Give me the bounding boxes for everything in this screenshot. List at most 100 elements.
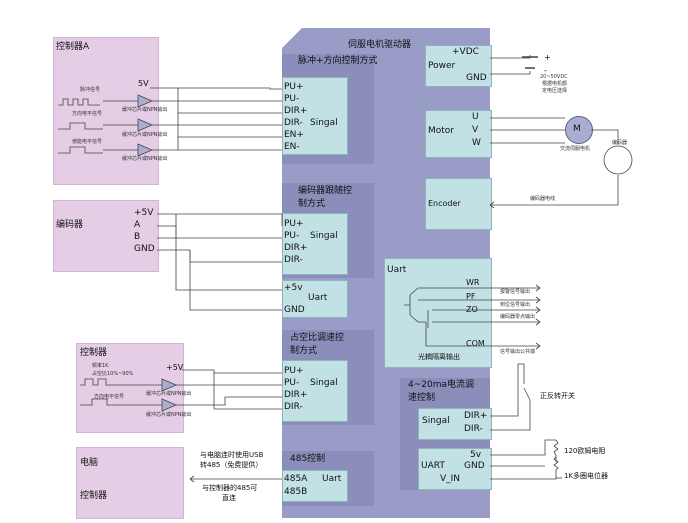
motor-icon	[565, 116, 593, 144]
enc-follow-title-1: 编码器跟随控	[298, 186, 353, 196]
uart-out-caption: 光耦隔离输出	[418, 353, 460, 361]
duty-pin-2: PU-	[284, 378, 300, 388]
pot-caption: 1K多圈电位器	[564, 472, 609, 480]
waveform-freq	[80, 378, 116, 386]
current-singal: Singal	[422, 416, 450, 426]
pulse-title: 脉冲+方向控制方式	[298, 56, 378, 66]
current-5v: 5v	[470, 450, 482, 460]
duty-pin-3: DIR+	[284, 390, 308, 400]
ctrlA-title: 控制器A	[56, 42, 90, 52]
enc-follow-signal-label: Singal	[310, 231, 338, 241]
ctrlA-sig3: 使能电平信号	[72, 139, 103, 145]
uart-out-pf: PF	[466, 292, 476, 301]
rs485-b: 485B	[284, 487, 308, 497]
buffer-4	[161, 378, 178, 392]
uart-mid-gnd: GND	[284, 305, 305, 315]
current-title-1: 4~20ma电流调	[408, 380, 475, 390]
pc-title-2: 控制器	[80, 491, 108, 501]
ctrlA-buf-1: 缓冲芯片或NPN输出	[122, 107, 168, 113]
psu-minus: -	[544, 66, 547, 75]
ctrlA-sig2: 方向电平信号	[72, 111, 103, 117]
out-pf-caption: 到位信号输出	[500, 302, 531, 308]
pc-note-1: 与电脑连时使用USB	[200, 451, 264, 459]
psu-text-2: 根据电机额	[542, 81, 568, 87]
uart-out-box	[384, 258, 492, 368]
uart-out-title: Uart	[387, 265, 407, 275]
current-dir-minus: DIR-	[464, 424, 483, 434]
duty-pin-1: PU+	[284, 366, 304, 376]
current-uart: UART	[421, 461, 445, 471]
pc-panel	[76, 447, 184, 519]
driver-title: 伺服电机驱动器	[348, 40, 412, 50]
out-zo-caption: 编码器零点输出	[500, 314, 536, 320]
duty-signal-box	[282, 360, 348, 422]
enc-follow-pin-4: DIR-	[284, 255, 303, 265]
current-singal-box	[418, 408, 492, 440]
waveform-pulse	[58, 98, 100, 106]
psu-plus: +	[544, 53, 551, 62]
pulse-signal-box	[282, 77, 348, 155]
pulse-pin-4: DIR-	[284, 118, 303, 128]
pc-title-1: 电脑	[80, 458, 99, 468]
uart-out-com: COM	[466, 339, 485, 348]
encoder-caption: 编码器	[612, 140, 628, 146]
uart-mid-5v: +5v	[284, 283, 303, 293]
pulse-pin-6: EN-	[284, 142, 300, 152]
r120-caption: 120欧姆电阻	[564, 447, 606, 455]
power-label: Power	[428, 61, 456, 71]
ctrlB-freq: 频率1K	[92, 363, 109, 369]
current-uart-box	[418, 448, 492, 490]
power-gnd: GND	[466, 73, 487, 83]
motor-caption: 交流伺服电机	[560, 146, 591, 152]
psu-text-1: 20~50VDC	[540, 74, 568, 80]
ctrlB-5v: +5V	[166, 363, 184, 372]
pot-1k	[553, 456, 559, 471]
uart-mid-box	[282, 280, 348, 318]
ctrlB-buf-2: 缓冲芯片或NPN输出	[146, 412, 192, 418]
encoder-dev-pin-4: GND	[134, 244, 155, 254]
encoder-dev-title: 编码器	[56, 220, 84, 230]
encoder-dev-pin-1: +5V	[134, 208, 154, 218]
ctrlA-sig1: 脉冲信号	[80, 87, 101, 93]
rs485-box	[282, 470, 348, 502]
waveform-dir-b	[80, 398, 117, 406]
uart-out-zo: ZO	[466, 305, 478, 314]
enc-follow-pin-1: PU+	[284, 219, 304, 229]
buffer-1	[137, 94, 154, 108]
switch-caption: 正反转开关	[540, 392, 575, 400]
ctrlA-5v: 5V	[138, 79, 149, 88]
enc-follow-pin-2: PU-	[284, 231, 300, 241]
enc-follow-pin-3: DIR+	[284, 243, 308, 253]
ctrlA-buf-3: 缓冲芯片或NPN输出	[122, 156, 168, 162]
pulse-pin-1: PU+	[284, 82, 304, 92]
power-box	[425, 45, 492, 87]
encoder-box-label: Encoder	[428, 199, 461, 208]
motor-v: V	[472, 125, 479, 135]
ctrlA-panel	[53, 37, 159, 185]
uart-mid-label: Uart	[308, 293, 328, 303]
current-title-2: 速控制	[408, 393, 436, 403]
out-wr-caption: 报警信号输出	[500, 289, 531, 295]
out-com-caption: 信号输出公共端	[500, 349, 536, 355]
buffer-5	[161, 398, 178, 412]
enc-follow-signal-box	[282, 213, 348, 275]
motor-u: U	[472, 112, 479, 122]
encoder-dev-pin-2: A	[134, 220, 141, 230]
encoder-box	[425, 178, 492, 230]
pulse-pin-2: PU-	[284, 94, 300, 104]
rs485-label: Uart	[322, 474, 342, 484]
current-dir-plus: DIR+	[464, 411, 488, 421]
current-vin: V_IN	[440, 474, 461, 484]
pc-note-2: 转485（免费提供）	[200, 461, 263, 469]
buffer-2	[137, 118, 154, 132]
rs485-a: 485A	[284, 474, 308, 484]
encoder-dev-panel	[53, 200, 159, 272]
duty-title-1: 占空比调速控	[290, 333, 345, 343]
duty-pin-4: DIR-	[284, 402, 303, 412]
ctrlB-title: 控制器	[80, 348, 108, 358]
psu-text-3: 定电压选择	[542, 88, 568, 94]
pulse-signal-label: Singal	[310, 118, 338, 128]
ctrlB-duty: 占空比10%~90%	[92, 371, 134, 377]
rs485-title: 485控制	[290, 454, 326, 464]
